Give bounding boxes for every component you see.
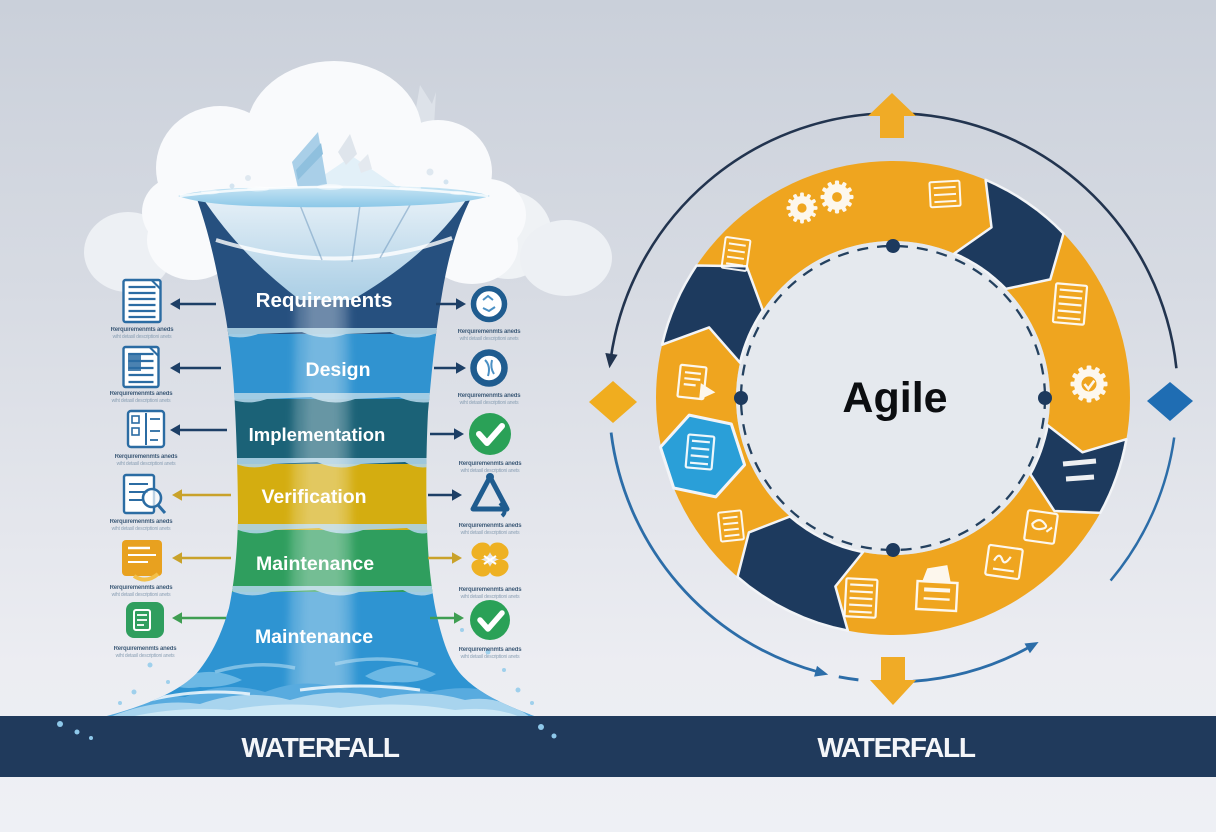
- svg-text:Verification: Verification: [261, 486, 366, 508]
- svg-text:Rerquiremenmts aneds: Rerquiremenmts aneds: [114, 646, 178, 652]
- svg-text:wiht detasil descriptioni anet: wiht detasil descriptioni anets: [117, 461, 177, 467]
- svg-text:wiht detasil descriptioni anet: wiht detasil descriptioni anets: [461, 468, 521, 474]
- svg-text:Rerquiremenmts aneds: Rerquiremenmts aneds: [110, 391, 174, 397]
- svg-text:Rerquiremenmts aneds: Rerquiremenmts aneds: [111, 327, 175, 333]
- svg-text:wiht detasil descriptioni anet: wiht detasil descriptioni anets: [112, 592, 172, 598]
- svg-text:wiht detasil descriptioni anet: wiht detasil descriptioni anets: [460, 336, 520, 342]
- svg-text:Design: Design: [305, 359, 370, 381]
- svg-text:wiht detasil descriptioni anet: wiht detasil descriptioni anets: [113, 334, 173, 340]
- svg-text:wiht detasil descriptioni anet: wiht detasil descriptioni anets: [461, 654, 521, 660]
- svg-text:Maintenance: Maintenance: [255, 626, 373, 648]
- svg-text:wiht detasil descriptioni anet: wiht detasil descriptioni anets: [116, 653, 176, 659]
- svg-text:WATERFALL: WATERFALL: [817, 732, 976, 763]
- svg-text:Rerquiremenmts aneds: Rerquiremenmts aneds: [110, 585, 174, 591]
- svg-text:Rerquiremenmts aneds: Rerquiremenmts aneds: [459, 523, 523, 529]
- svg-text:wiht detasil descriptioni anet: wiht detasil descriptioni anets: [460, 400, 520, 406]
- svg-text:Rerquiremenmts aneds: Rerquiremenmts aneds: [458, 393, 522, 399]
- svg-text:wiht detasil descriptioni anet: wiht detasil descriptioni anets: [112, 398, 172, 404]
- svg-text:wiht detasil descriptioni anet: wiht detasil descriptioni anets: [112, 526, 172, 532]
- svg-text:Rerquiremenmts aneds: Rerquiremenmts aneds: [110, 519, 174, 525]
- svg-text:Agile: Agile: [842, 374, 947, 422]
- svg-text:Implementation: Implementation: [249, 424, 386, 445]
- svg-text:wiht detasil descriptioni anet: wiht detasil descriptioni anets: [461, 530, 521, 536]
- svg-text:Rerquiremenmts aneds: Rerquiremenmts aneds: [459, 461, 523, 467]
- svg-text:Requirements: Requirements: [256, 289, 393, 312]
- svg-text:WATERFALL: WATERFALL: [241, 732, 400, 763]
- svg-text:Rerquiremenmts aneds: Rerquiremenmts aneds: [459, 587, 523, 593]
- svg-text:Rerquiremenmts aneds: Rerquiremenmts aneds: [459, 647, 523, 653]
- svg-text:Rerquiremenmts aneds: Rerquiremenmts aneds: [115, 454, 179, 460]
- svg-text:Maintenance: Maintenance: [256, 553, 374, 575]
- svg-text:wiht detasil descriptioni anet: wiht detasil descriptioni anets: [461, 594, 521, 600]
- svg-text:Rerquiremenmts aneds: Rerquiremenmts aneds: [458, 329, 522, 335]
